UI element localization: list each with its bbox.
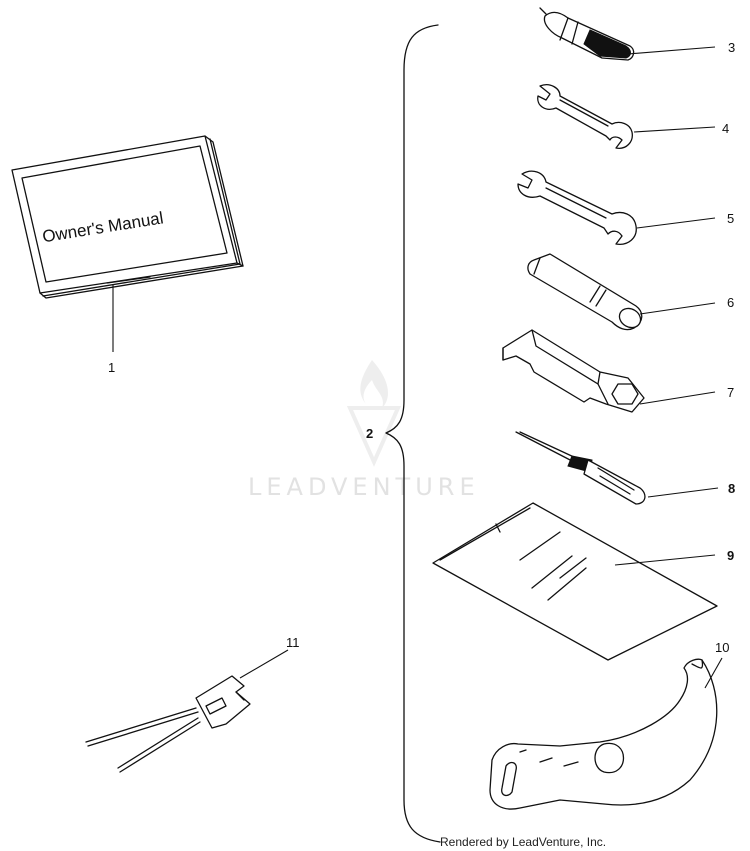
flashlight-part [539,7,635,61]
render-credit: Rendered by LeadVenture, Inc. [440,835,606,849]
callout-11: 11 [286,635,300,650]
callout-2: 2 [366,426,373,441]
plastic-bag-part [432,502,718,661]
callout-4: 4 [722,121,729,136]
group-brace [385,24,441,843]
callout-10: 10 [715,640,729,655]
screwdriver-part [515,431,646,505]
wrench-large-part [517,170,637,245]
wire-connector-part [85,675,251,773]
wrench-small-part [537,84,633,149]
callout-7: 7 [727,385,734,400]
bracket-tool-part [502,329,645,413]
watermark-logo [346,360,402,467]
hook-bracket-part [489,658,718,810]
watermark-text: LEADVENTURE [248,473,480,501]
callout-9: 9 [727,548,734,563]
callout-3: 3 [728,40,735,55]
socket-tube-part [527,253,643,331]
owners-manual-part [11,135,244,299]
callout-6: 6 [727,295,734,310]
callout-1: 1 [108,360,115,375]
callout-5: 5 [727,211,734,226]
callout-8: 8 [728,481,735,496]
